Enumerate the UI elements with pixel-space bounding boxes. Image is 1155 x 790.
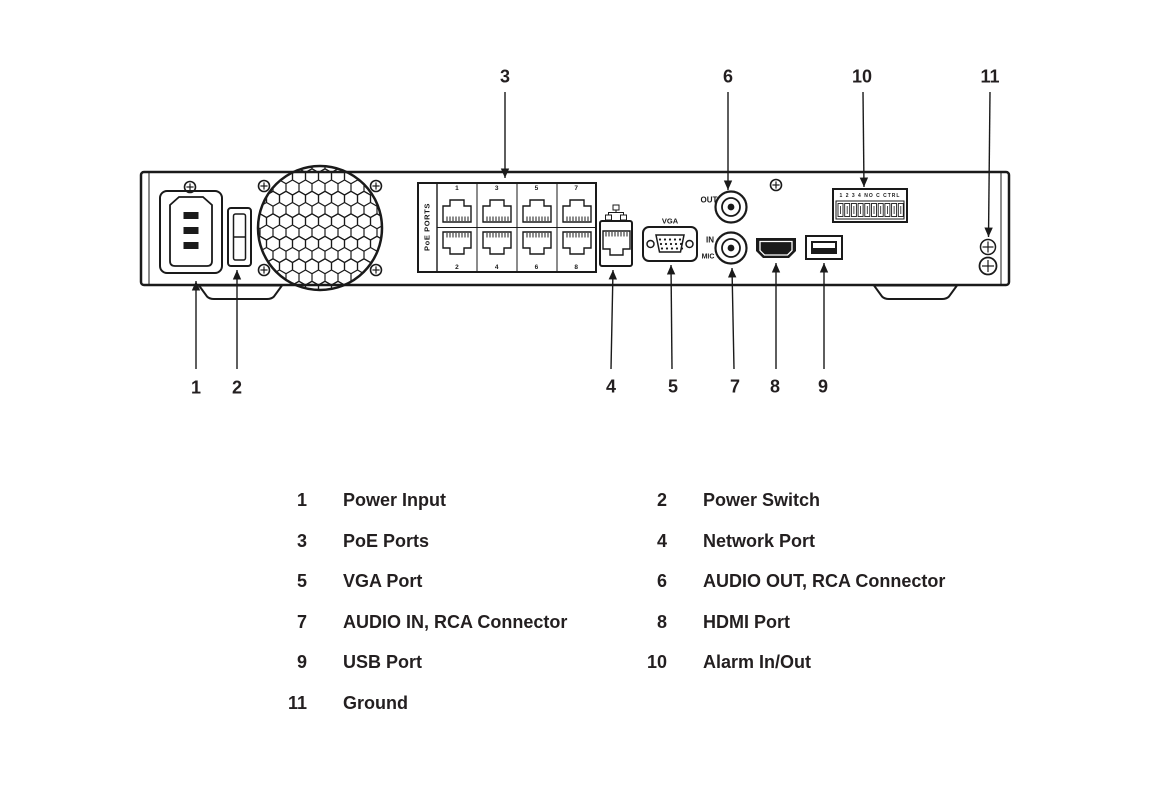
legend-label-empty xyxy=(703,691,945,715)
callout-number-7: 7 xyxy=(729,376,741,397)
callout-number-8: 8 xyxy=(769,376,781,397)
poe-port-number: 4 xyxy=(494,264,499,271)
poe-port-numbers-bottom: 2 4 6 8 xyxy=(437,263,596,272)
alarm-pin-labels: 1 2 3 4 NO C CTRL xyxy=(839,193,901,199)
callout-number-2: 2 xyxy=(231,377,243,398)
legend-number: 10 xyxy=(646,652,667,672)
callout-number-6: 6 xyxy=(722,66,734,87)
legend-number: 5 xyxy=(296,571,307,591)
poe-ports-label: PoE PORTS xyxy=(422,203,432,251)
legend-label: Power Switch xyxy=(703,490,821,510)
poe-port-number: 7 xyxy=(574,185,578,192)
legend-label: HDMI Port xyxy=(703,611,790,632)
legend-label: Ground xyxy=(343,692,408,713)
fan-grille xyxy=(256,164,384,292)
callout-number-11: 11 xyxy=(980,66,1000,87)
callout-number-4: 4 xyxy=(605,376,617,397)
ground-screw xyxy=(978,238,998,276)
poe-port-number: 3 xyxy=(494,185,499,192)
legend-label: VGA Port xyxy=(343,571,423,591)
poe-port-numbers-top: 1 3 5 7 xyxy=(437,184,596,193)
legend-label: AUDIO OUT, RCA Connector xyxy=(703,571,946,591)
callout-number-9: 9 xyxy=(817,376,829,397)
poe-ports-block xyxy=(417,182,597,273)
callout-number-5: 5 xyxy=(667,376,679,397)
callout-lines xyxy=(191,91,993,370)
audio-mic-label: MIC xyxy=(701,253,715,261)
poe-port-number: 8 xyxy=(574,264,578,271)
legend-number: 2 xyxy=(656,490,667,510)
legend-number: 3 xyxy=(296,530,307,551)
callout-number-10: 10 xyxy=(851,66,873,87)
legend-label: PoE Ports xyxy=(343,530,430,551)
legend-number-empty xyxy=(643,691,667,715)
poe-port-number: 2 xyxy=(455,264,459,271)
poe-port-number: 5 xyxy=(534,185,539,192)
legend-label: Alarm In/Out xyxy=(703,652,812,672)
vga-label: VGA xyxy=(661,216,679,226)
poe-port-number: 1 xyxy=(455,185,459,192)
usb-port-drawing xyxy=(805,235,843,260)
power-input-drawing xyxy=(159,190,223,274)
legend-number: 7 xyxy=(296,611,307,632)
callout-number-3: 3 xyxy=(499,66,511,87)
vga-port-drawing xyxy=(642,226,698,262)
callout-number-1: 1 xyxy=(190,377,202,398)
legend-number: 8 xyxy=(656,611,667,632)
legend-label: USB Port xyxy=(343,652,423,672)
power-switch-drawing xyxy=(227,207,252,267)
legend: 1 Power Input 2 Power Switch 3 PoE Ports… xyxy=(283,488,945,715)
legend-number: 1 xyxy=(296,490,307,510)
legend-label: AUDIO IN, RCA Connector xyxy=(343,611,568,632)
alarm-terminal-block xyxy=(832,188,908,223)
audio-in-label: IN xyxy=(706,235,714,245)
legend-number: 9 xyxy=(296,652,307,672)
legend-number: 4 xyxy=(656,530,667,551)
legend-number: 11 xyxy=(287,692,307,713)
chassis-feet xyxy=(197,284,959,300)
legend-label: Power Input xyxy=(343,490,446,510)
legend-number: 6 xyxy=(656,571,667,591)
legend-label: Network Port xyxy=(703,530,816,551)
poe-port-number: 6 xyxy=(534,264,539,271)
audio-out-label: OUT xyxy=(700,195,718,205)
hdmi-port-drawing xyxy=(756,238,796,258)
network-port-drawing xyxy=(599,204,633,267)
